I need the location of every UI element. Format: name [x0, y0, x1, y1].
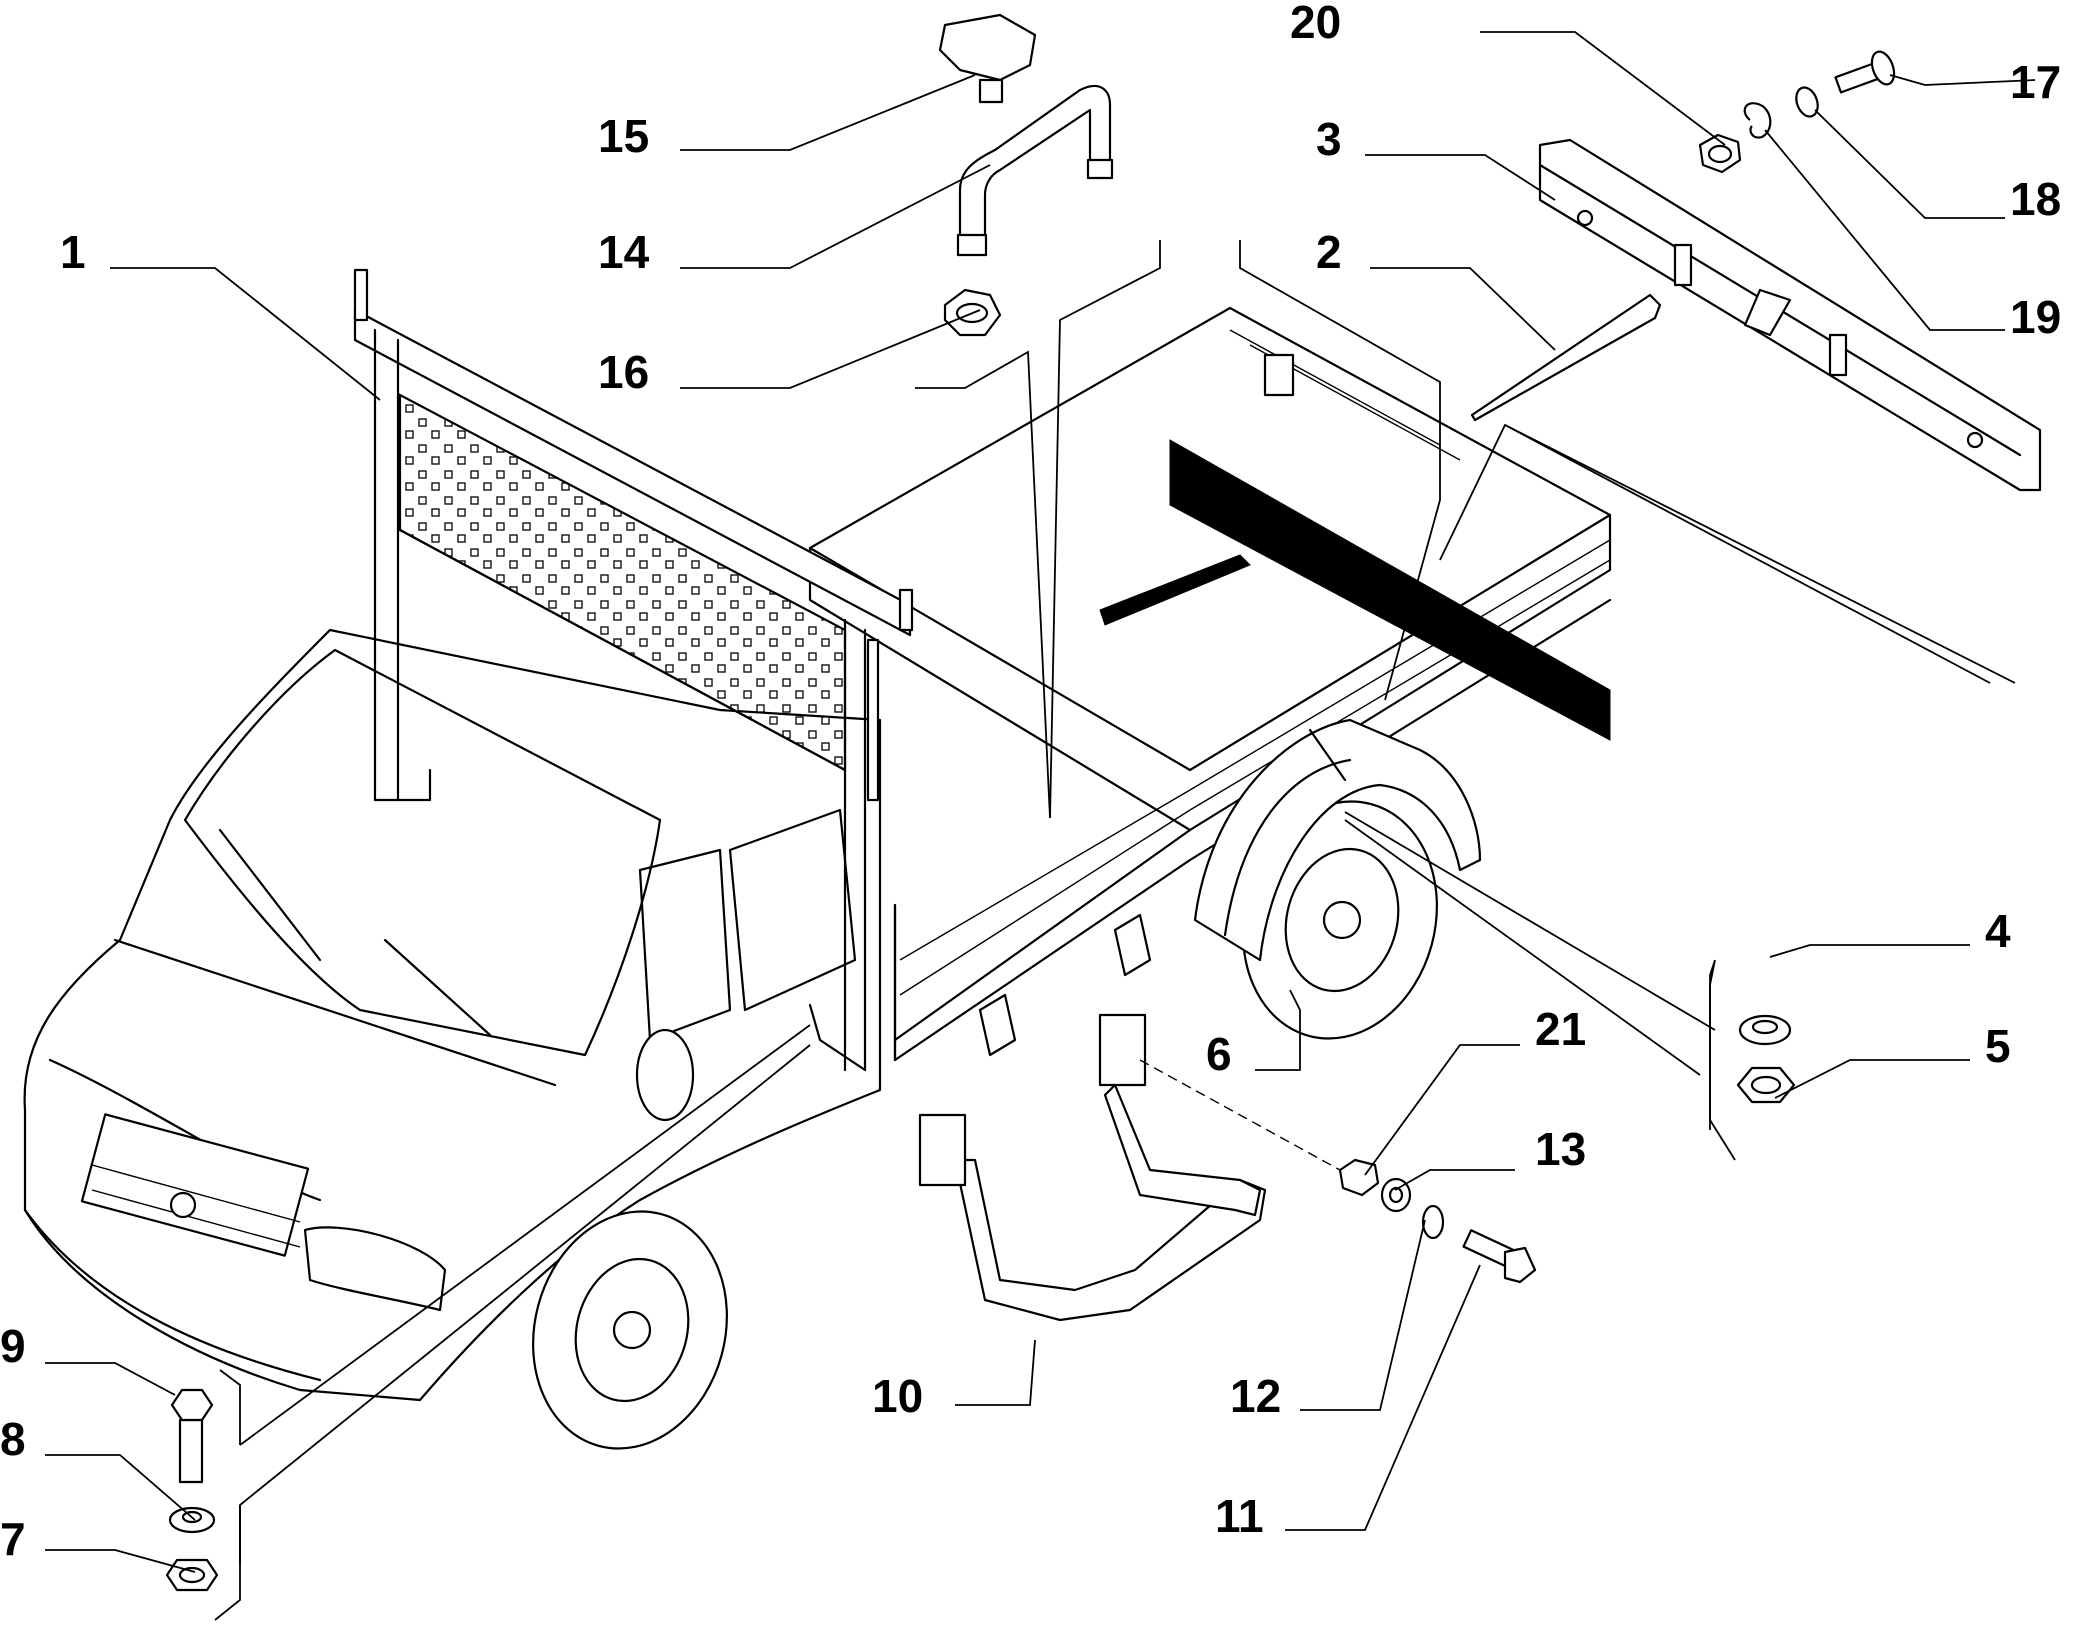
- washer-part-13: [1380, 1177, 1412, 1213]
- washer-part-18: [1795, 86, 1819, 118]
- spike-part-2: [1470, 293, 1662, 422]
- callout-3: 3: [1316, 113, 1342, 165]
- bolt-part-17: [1834, 50, 1896, 94]
- truck-drawing: [23, 268, 1612, 1450]
- cargo-bed: [808, 306, 1612, 1062]
- bolt-part-11: [1462, 1229, 1537, 1284]
- nut-part-7: [165, 1558, 219, 1592]
- lock-washer-part-12: [1421, 1204, 1445, 1240]
- callout-18: 18: [2010, 173, 2061, 225]
- cross-bar-part-3: [1538, 138, 2042, 492]
- callout-15: 15: [598, 110, 649, 162]
- callout-1: 1: [60, 226, 86, 278]
- nut-part-20: [1698, 133, 1742, 174]
- callout-6: 6: [1206, 1028, 1232, 1080]
- u-bolt-part-14: [956, 84, 1114, 257]
- callout-10: 10: [872, 1370, 923, 1422]
- callout-4: 4: [1985, 905, 2011, 957]
- callout-12: 12: [1230, 1370, 1281, 1422]
- bolt-part-9: [170, 1388, 214, 1484]
- callout-2: 2: [1316, 226, 1342, 278]
- callout-11: 11: [1215, 1490, 1264, 1542]
- loose-parts: [165, 13, 2042, 1592]
- callout-19: 19: [2010, 291, 2061, 343]
- headboard-rack: [353, 268, 914, 1072]
- lock-washer-part-19: [1743, 102, 1772, 139]
- callout-8: 8: [0, 1413, 26, 1465]
- clamp-part-15: [938, 13, 1037, 104]
- callout-20: 20: [1290, 0, 1341, 48]
- step-bracket: [918, 1013, 1341, 1322]
- leader-lines: [45, 31, 2036, 1621]
- callout-7: 7: [0, 1513, 26, 1565]
- cab: [23, 628, 882, 1450]
- rear-wheel-fender: [1193, 718, 1482, 1040]
- callout-14: 14: [598, 226, 650, 278]
- callout-5: 5: [1985, 1020, 2011, 1072]
- callout-labels: 1 2 3 4 5 6 7 8 9 10 11 12 13 14 15 16 1…: [0, 0, 2061, 1565]
- callout-16: 16: [598, 346, 649, 398]
- callout-9: 9: [0, 1320, 26, 1372]
- callout-13: 13: [1535, 1123, 1586, 1175]
- washer-part-8: [168, 1506, 216, 1534]
- callout-17: 17: [2010, 56, 2061, 108]
- nut-part-5: [1736, 1066, 1796, 1104]
- callout-21: 21: [1535, 1003, 1586, 1055]
- washer-part-4: [1738, 1014, 1792, 1046]
